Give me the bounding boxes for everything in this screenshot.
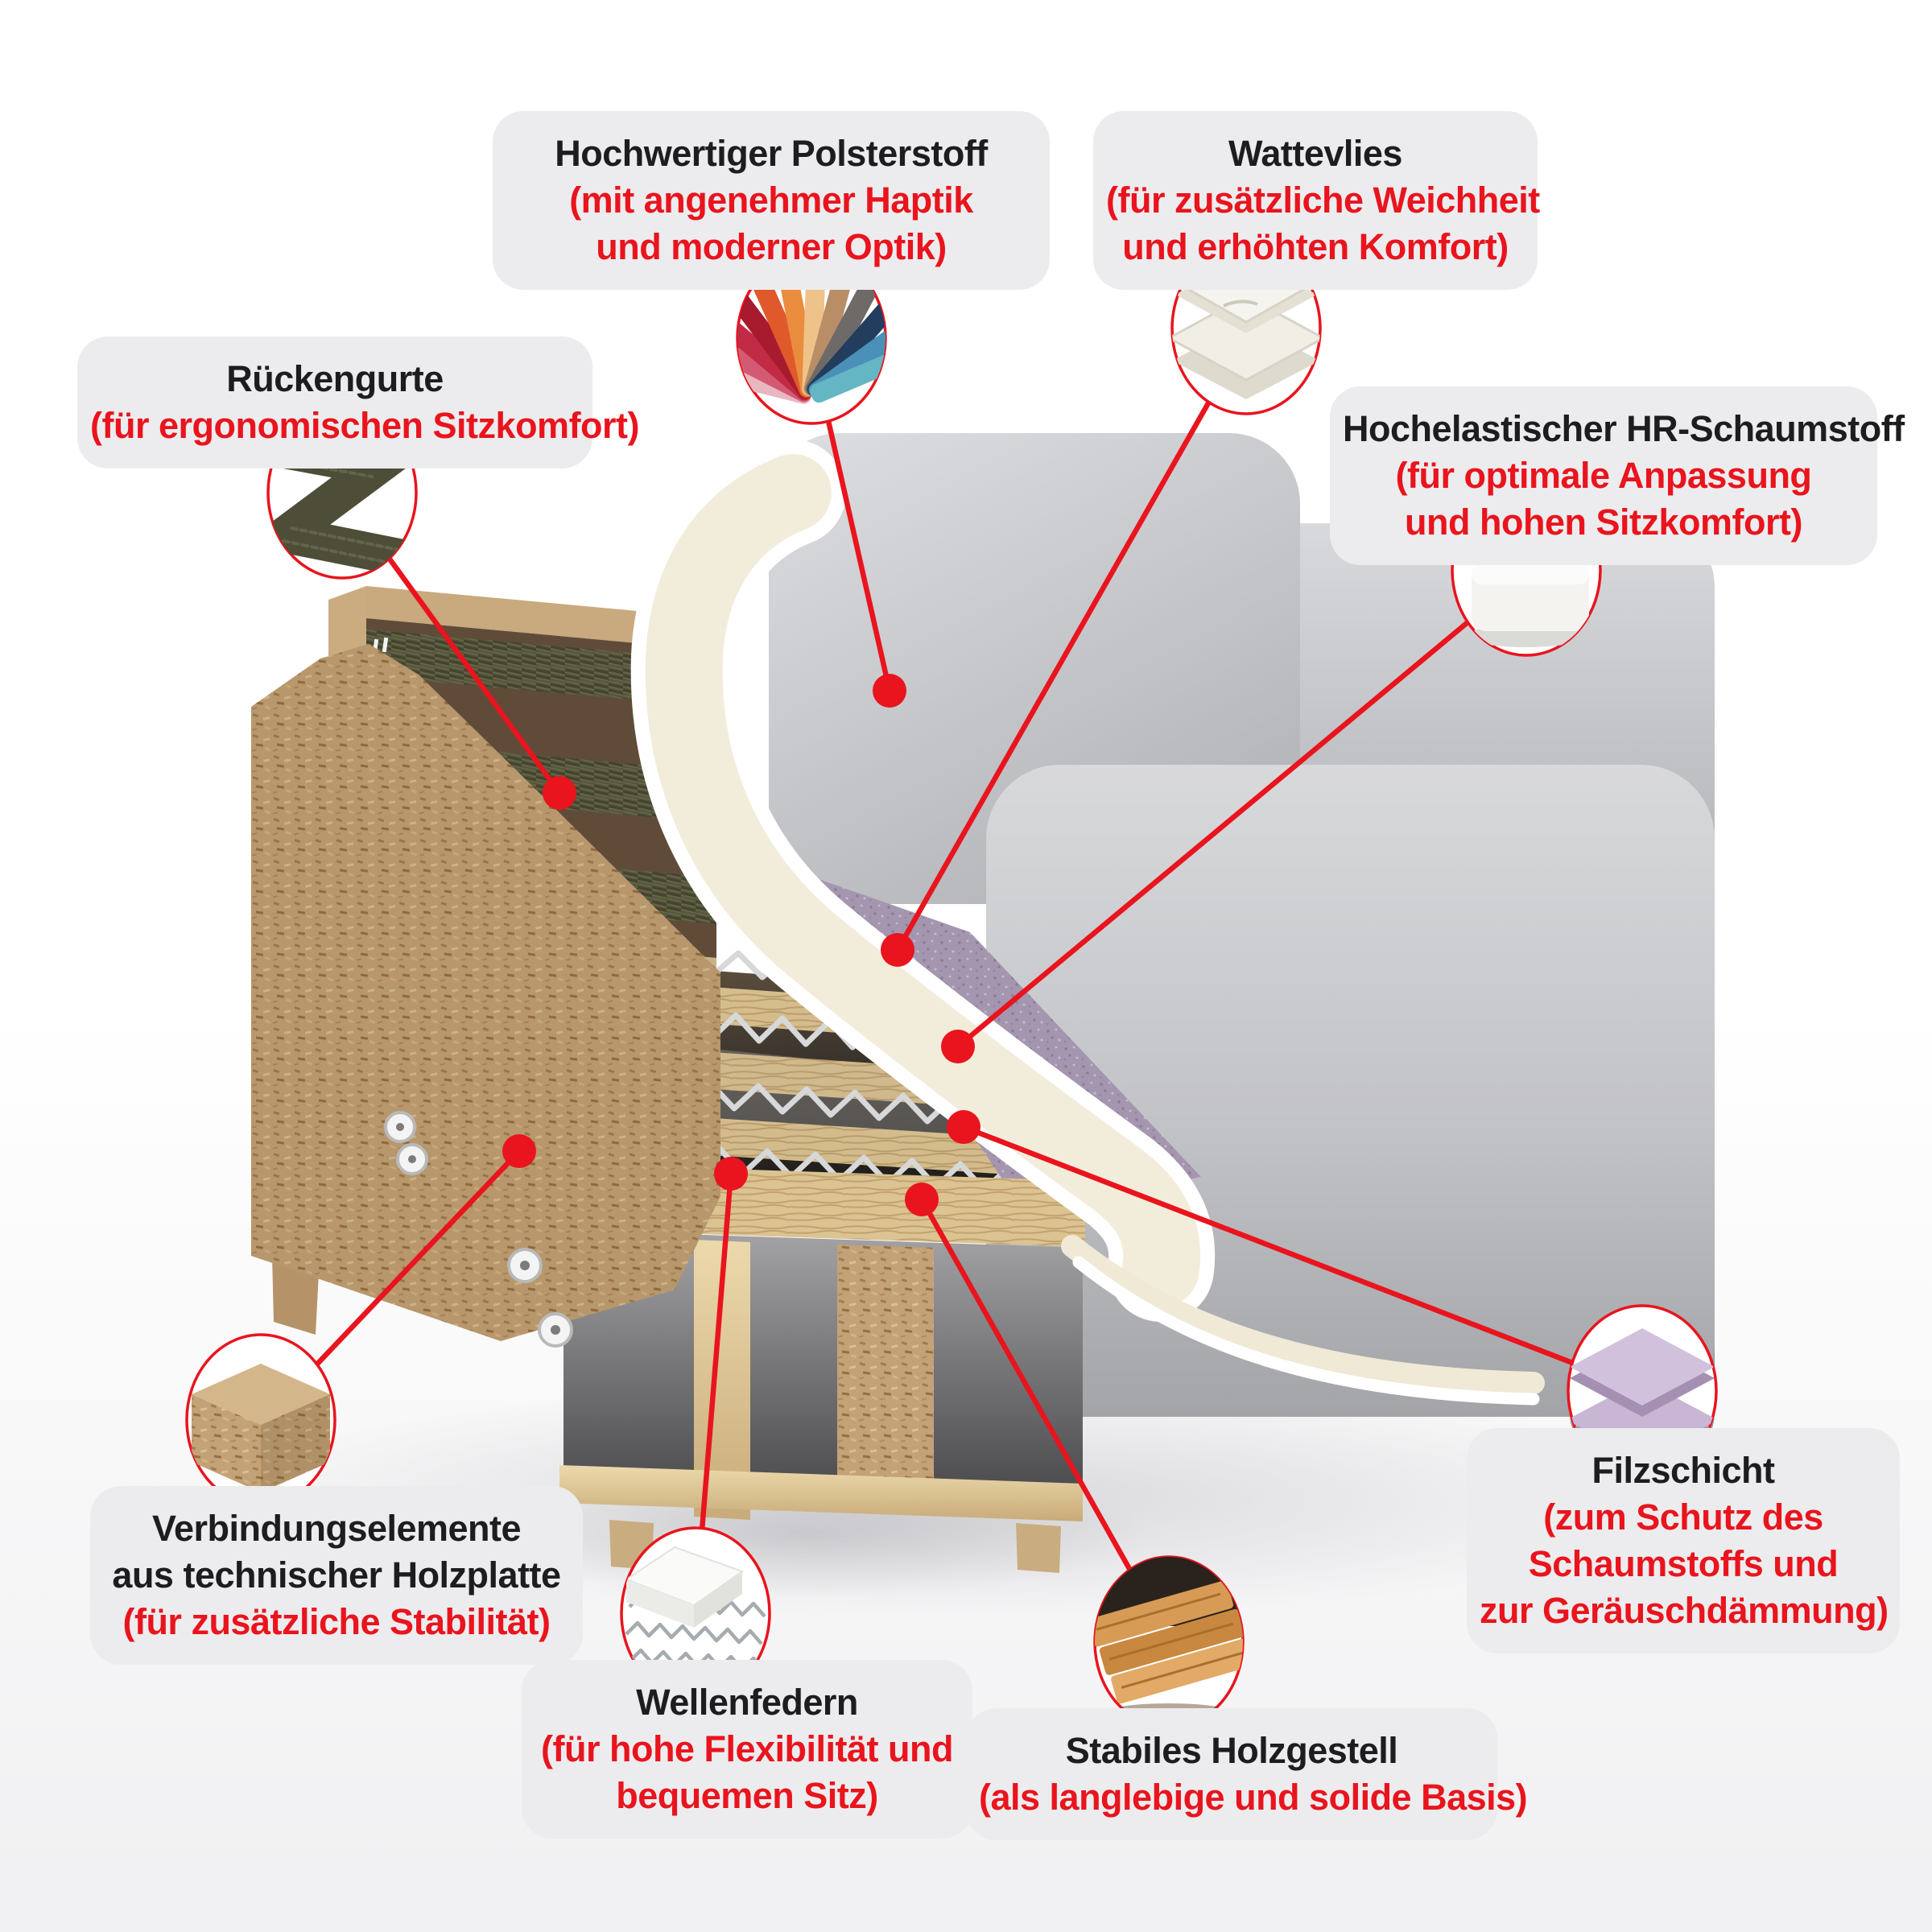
- dot-polsterstoff: [873, 674, 906, 708]
- chipboard-side-panel: [251, 644, 720, 1348]
- foam-layer: [630, 440, 1216, 1322]
- leader-line-hr-schaumstoff: [956, 573, 1526, 1049]
- sofa-illustration: [251, 433, 1715, 1573]
- label-title: Stabiles Holzgestell: [1065, 1730, 1398, 1771]
- label-wattevlies: Wattevlies (für zusätzliche Weichheit un…: [1093, 111, 1540, 290]
- dot-wellenfedern: [714, 1157, 748, 1191]
- connector-screws: [384, 1111, 573, 1348]
- label-desc-line: und moderner Optik): [596, 226, 947, 267]
- wave-springs-icon: [624, 1546, 766, 1673]
- dot-holzgestell: [905, 1183, 939, 1216]
- label-hr-schaumstoff: Hochelastischer HR-Schaumstoff (für opti…: [1330, 386, 1905, 565]
- label-desc-line: (für optimale Anpassung: [1395, 455, 1812, 496]
- leader-line-filzschicht: [962, 1124, 1641, 1392]
- label-polsterstoff: Hochwertiger Polsterstoff (mit angenehme…: [493, 111, 1050, 290]
- label-title: Filzschicht: [1591, 1450, 1775, 1491]
- dot-filzschicht: [947, 1110, 980, 1144]
- dot-hr-schaumstoff: [941, 1030, 975, 1063]
- leader-line-wattevlies: [895, 335, 1249, 952]
- chipboard-icon: [192, 1364, 330, 1505]
- label-verbindungselemente: Verbindungselemente aus technischer Holz…: [90, 1486, 583, 1665]
- label-desc-line: und erhöhten Komfort): [1122, 226, 1509, 267]
- label-desc-line: zur Geräuschdämmung): [1480, 1590, 1889, 1631]
- label-desc-line: (als langlebige und solide Basis): [979, 1777, 1528, 1818]
- dot-rueckengurte: [543, 776, 576, 810]
- dot-verbindungselemente: [502, 1134, 536, 1168]
- label-wellenfedern: Wellenfedern (für hohe Flexibilität und …: [522, 1660, 972, 1839]
- label-title: Hochwertiger Polsterstoff: [555, 133, 988, 174]
- frame-bottom-rail: [559, 1465, 1083, 1521]
- label-filzschicht: Filzschicht (zum Schutz des Schaumstoffs…: [1467, 1428, 1900, 1653]
- seat-bottom-piping: [1061, 1235, 1545, 1406]
- label-desc-line: (zum Schutz des: [1543, 1496, 1823, 1538]
- label-rueckengurte: Rückengurte (für ergonomischen Sitzkomfo…: [77, 336, 640, 469]
- label-title: Rückengurte: [226, 358, 444, 399]
- frame-right-pillar: [837, 1245, 934, 1507]
- label-desc-line: und hohen Sitzkomfort): [1405, 502, 1802, 543]
- label-title: Verbindungselemente: [151, 1508, 522, 1549]
- label-desc-line: (für zusätzliche Stabilität): [122, 1601, 551, 1642]
- fabric-swatches-icon: [737, 260, 886, 404]
- leader-dots: [502, 674, 980, 1216]
- label-holzgestell: Stabiles Holzgestell (als langlebige und…: [966, 1708, 1528, 1840]
- label-title: Hochelastischer HR-Schaumstoff: [1343, 408, 1905, 449]
- label-desc-line: (für hohe Flexibilität und: [541, 1728, 953, 1769]
- leader-line-holzgestell: [919, 1198, 1171, 1641]
- label-desc-line: (für zusätzliche Weichheit: [1106, 180, 1540, 221]
- label-title: Wellenfedern: [636, 1682, 858, 1723]
- frame-leg: [1016, 1523, 1061, 1573]
- dot-wattevlies: [881, 933, 914, 967]
- label-title: Wattevlies: [1228, 133, 1402, 174]
- label-desc-line: (mit angenehmer Haptik: [569, 180, 973, 221]
- label-desc-line: Schaumstoffs und: [1528, 1543, 1839, 1584]
- label-desc-line: (für ergonomischen Sitzkomfort): [90, 405, 640, 446]
- label-desc-line: bequemen Sitz): [616, 1775, 878, 1816]
- felt-layers-icon: [1568, 1328, 1716, 1472]
- label-title: aus technischer Holzplatte: [112, 1554, 561, 1596]
